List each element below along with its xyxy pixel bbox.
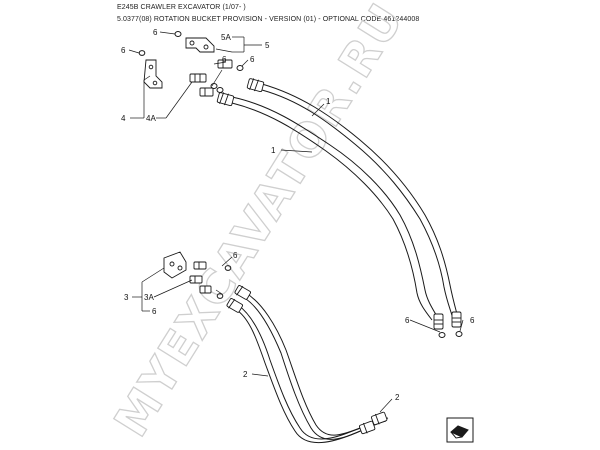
- callout-6: 6: [405, 316, 410, 325]
- callout-6: 6: [222, 55, 227, 64]
- callout-5a: 5A: [221, 33, 231, 42]
- hose-2-pair: [237, 292, 389, 443]
- hose-1-fittings-top: [189, 59, 265, 107]
- callout-3: 3: [124, 293, 129, 302]
- document-title: E245B CRAWLER EXCAVATOR (1/07- ): [117, 4, 246, 11]
- book-icon: [446, 417, 474, 443]
- callout-3a: 3A: [144, 293, 154, 302]
- hose-1-fittings-bottom: [433, 311, 462, 330]
- bracket-5: [185, 37, 215, 53]
- callout-6: 6: [250, 55, 255, 64]
- hose-2-fittings: [226, 285, 388, 435]
- callout-6: 6: [121, 46, 126, 55]
- callout-4: 4: [121, 114, 126, 123]
- callout-6: 6: [233, 251, 238, 260]
- callout-5: 5: [265, 41, 270, 50]
- callout-4a: 4A: [146, 114, 156, 123]
- leader-lines: [128, 31, 464, 413]
- callout-1: 1: [271, 146, 276, 155]
- document-subtitle: 5.0377(08) ROTATION BUCKET PROVISION - V…: [117, 16, 420, 23]
- callout-2: 2: [243, 370, 248, 379]
- bracket-4: [143, 59, 163, 89]
- callout-1: 1: [326, 97, 331, 106]
- callout-6: 6: [152, 307, 157, 316]
- hose-1-pair: [231, 83, 459, 321]
- callout-6: 6: [470, 316, 475, 325]
- callout-6: 6: [153, 28, 158, 37]
- callout-2: 2: [395, 393, 400, 402]
- callouts: 6 6 5A 5 6 6 4 4A 1 1 6 3 3A 6 6 6 2 2: [121, 28, 475, 402]
- bracket-3: [163, 251, 212, 294]
